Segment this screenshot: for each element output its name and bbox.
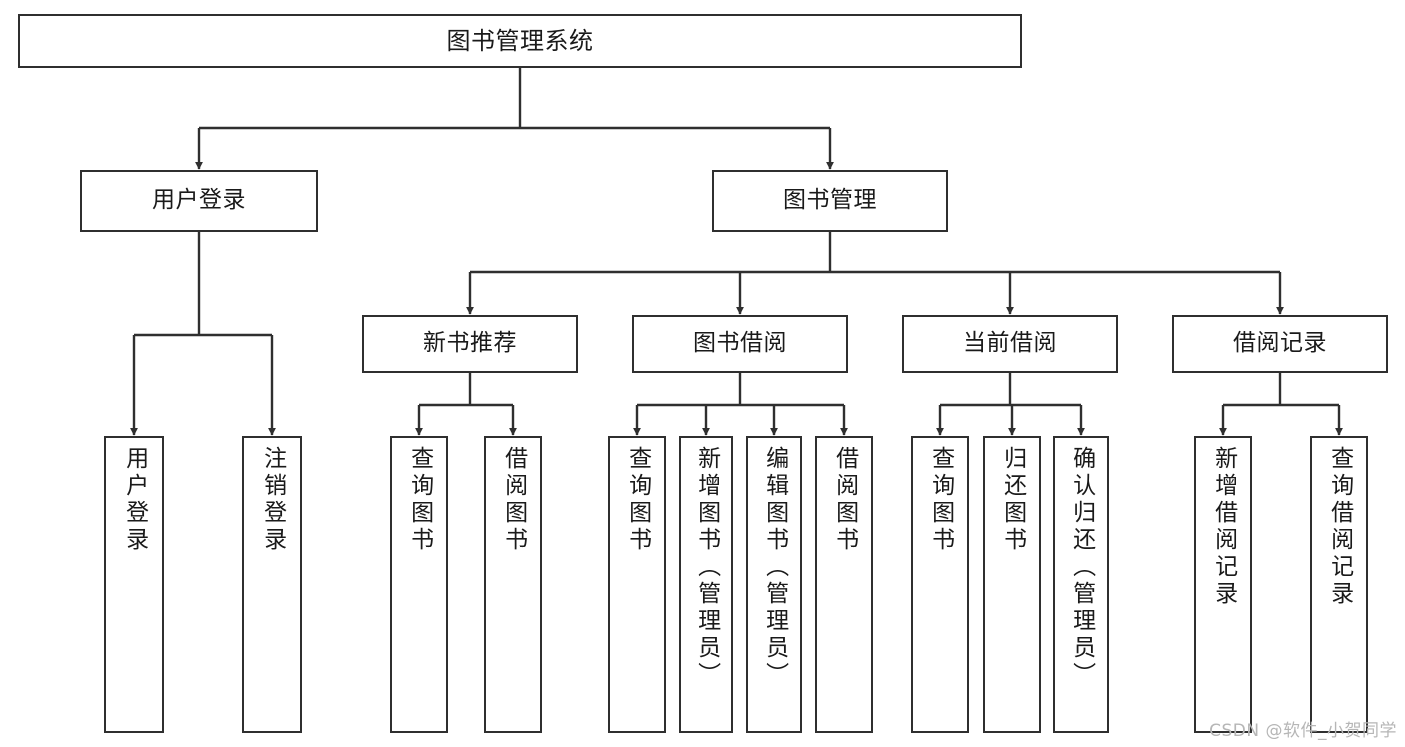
node-c1[interactable]: 查询图书 xyxy=(911,436,969,733)
node-label: 查询图书 xyxy=(406,446,433,554)
node-current[interactable]: 当前借阅 xyxy=(902,315,1118,373)
node-label: 图书借阅 xyxy=(693,330,787,357)
node-label: 借阅图书 xyxy=(500,446,527,554)
node-label: 图书管理系统 xyxy=(446,26,594,55)
node-c2[interactable]: 归还图书 xyxy=(983,436,1041,733)
node-n2[interactable]: 借阅图书 xyxy=(484,436,542,733)
node-label: 注销登录 xyxy=(259,446,286,554)
node-label: 查询借阅记录 xyxy=(1326,446,1353,608)
watermark-text: CSDN @软件_小贺同学 xyxy=(1209,721,1397,741)
node-label: 借阅图书 xyxy=(831,446,858,554)
edge-group xyxy=(130,68,1343,436)
node-label: 当前借阅 xyxy=(963,330,1057,357)
node-b1[interactable]: 查询图书 xyxy=(608,436,666,733)
node-l2[interactable]: 注销登录 xyxy=(242,436,302,733)
node-records[interactable]: 借阅记录 xyxy=(1172,315,1388,373)
node-label: 借阅记录 xyxy=(1233,330,1327,357)
node-n1[interactable]: 查询图书 xyxy=(390,436,448,733)
node-bookmgmt[interactable]: 图书管理 xyxy=(712,170,948,232)
node-r2[interactable]: 查询借阅记录 xyxy=(1310,436,1368,733)
node-c3[interactable]: 确认归还（管理员） xyxy=(1053,436,1109,733)
node-label: 归还图书 xyxy=(999,446,1026,554)
node-label: 用户登录 xyxy=(152,187,246,214)
node-label: 编辑图书（管理员） xyxy=(761,446,788,689)
node-r1[interactable]: 新增借阅记录 xyxy=(1194,436,1252,733)
node-label: 查询图书 xyxy=(624,446,651,554)
node-label: 用户登录 xyxy=(121,446,148,554)
node-borrow[interactable]: 图书借阅 xyxy=(632,315,848,373)
node-label: 新增图书（管理员） xyxy=(693,446,720,689)
node-label: 图书管理 xyxy=(783,187,877,214)
node-b2[interactable]: 新增图书（管理员） xyxy=(679,436,733,733)
node-newbooks[interactable]: 新书推荐 xyxy=(362,315,578,373)
node-label: 新增借阅记录 xyxy=(1210,446,1237,608)
node-label: 查询图书 xyxy=(927,446,954,554)
node-label: 新书推荐 xyxy=(423,330,517,357)
node-login[interactable]: 用户登录 xyxy=(80,170,318,232)
node-root[interactable]: 图书管理系统 xyxy=(18,14,1022,68)
node-label: 确认归还（管理员） xyxy=(1068,446,1095,689)
node-l1[interactable]: 用户登录 xyxy=(104,436,164,733)
node-b3[interactable]: 编辑图书（管理员） xyxy=(746,436,802,733)
node-b4[interactable]: 借阅图书 xyxy=(815,436,873,733)
